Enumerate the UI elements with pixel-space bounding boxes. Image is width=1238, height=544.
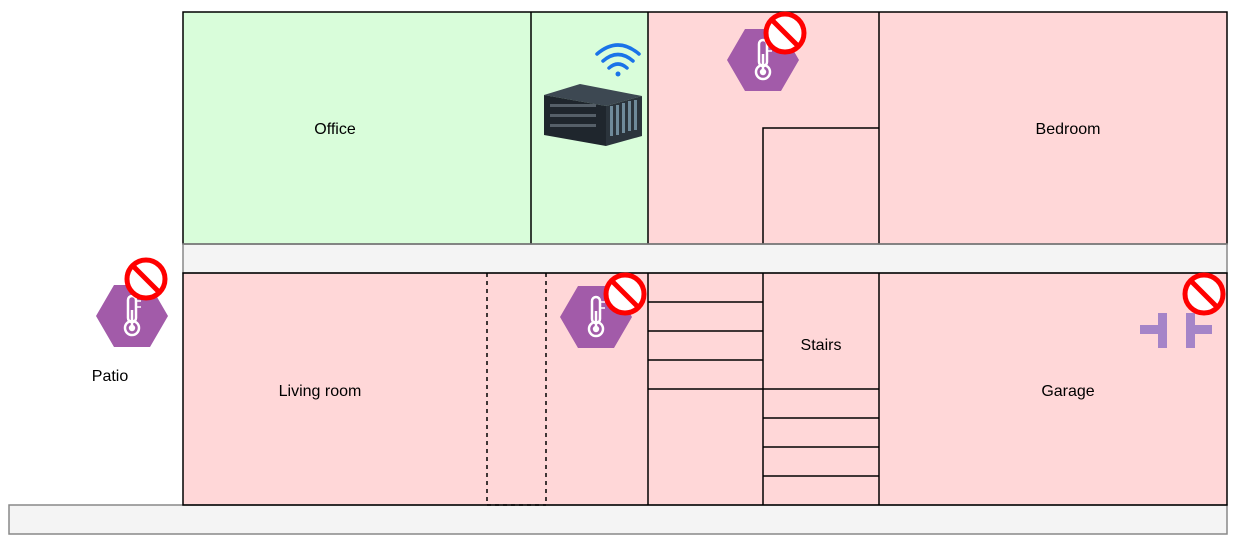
- garage-label: Garage: [1041, 383, 1094, 400]
- patio-label: Patio: [92, 368, 129, 385]
- no-entry-icon: [606, 275, 644, 313]
- server-icon[interactable]: [544, 84, 642, 146]
- office-label: Office: [314, 121, 356, 138]
- no-entry-icon: [1185, 275, 1223, 313]
- corridor: [183, 244, 1227, 273]
- stair-steps: [648, 301, 879, 477]
- no-entry-icon: [127, 260, 165, 298]
- living-room-label: Living room: [279, 383, 362, 400]
- valve-icon[interactable]: [1140, 313, 1212, 348]
- wifi-icon[interactable]: [595, 43, 641, 77]
- no-entry-icon: [766, 14, 804, 52]
- bedroom-room: [879, 12, 1227, 244]
- garage-room: [879, 273, 1227, 505]
- office-room: [183, 12, 531, 244]
- stairs-label: Stairs: [801, 337, 842, 354]
- bedroom-label: Bedroom: [1036, 121, 1101, 138]
- walls: [182, 11, 1228, 506]
- sidewalk: [8, 504, 1228, 535]
